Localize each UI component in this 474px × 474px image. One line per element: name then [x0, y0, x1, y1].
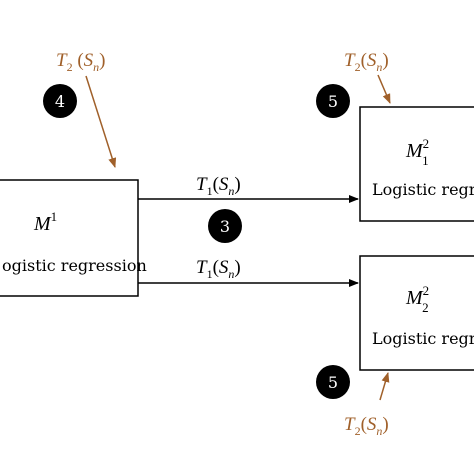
model-m12-label: Logistic regre: [372, 180, 474, 199]
step-badge-4: 4: [43, 84, 77, 118]
annotation-t2-bottom-right-label: T2(Sn): [344, 414, 389, 438]
step-badge-5-bottom: 5: [316, 365, 350, 399]
edge-t1-bottom-label: T1(Sn): [196, 257, 241, 281]
annotation-t2-left-label: T2 (Sn): [56, 50, 105, 74]
model-m1-label: ogistic regression: [2, 256, 147, 275]
step-badge-5-top: 5: [316, 84, 350, 118]
model-m12-box: M21 Logistic regre: [359, 106, 474, 222]
annotation-t2-left: T2 (Sn): [56, 50, 117, 168]
annotation-t2-top-right: T2(Sn): [344, 50, 391, 104]
edge-t1-bottom: T1(Sn): [138, 257, 359, 287]
step-badge-5-top-number: 5: [328, 92, 338, 111]
step-badge-5-bottom-number: 5: [328, 373, 338, 392]
edge-t1-top-label: T1(Sn): [196, 174, 241, 198]
step-badge-4-number: 4: [55, 92, 65, 111]
annotation-t2-top-right-label: T2(Sn): [344, 50, 389, 74]
annotation-t2-bottom-right: T2(Sn): [344, 372, 390, 438]
model-m22-box: M22 Logistic regre: [359, 255, 474, 371]
model-m1-box: M1 ogistic regression: [0, 179, 147, 297]
model-m22-label: Logistic regre: [372, 329, 474, 348]
step-badge-3-number: 3: [220, 217, 230, 236]
model-m1-symbol: M1: [33, 209, 57, 235]
step-badge-3: 3: [208, 209, 242, 243]
edge-t1-top: T1(Sn): [138, 174, 359, 203]
